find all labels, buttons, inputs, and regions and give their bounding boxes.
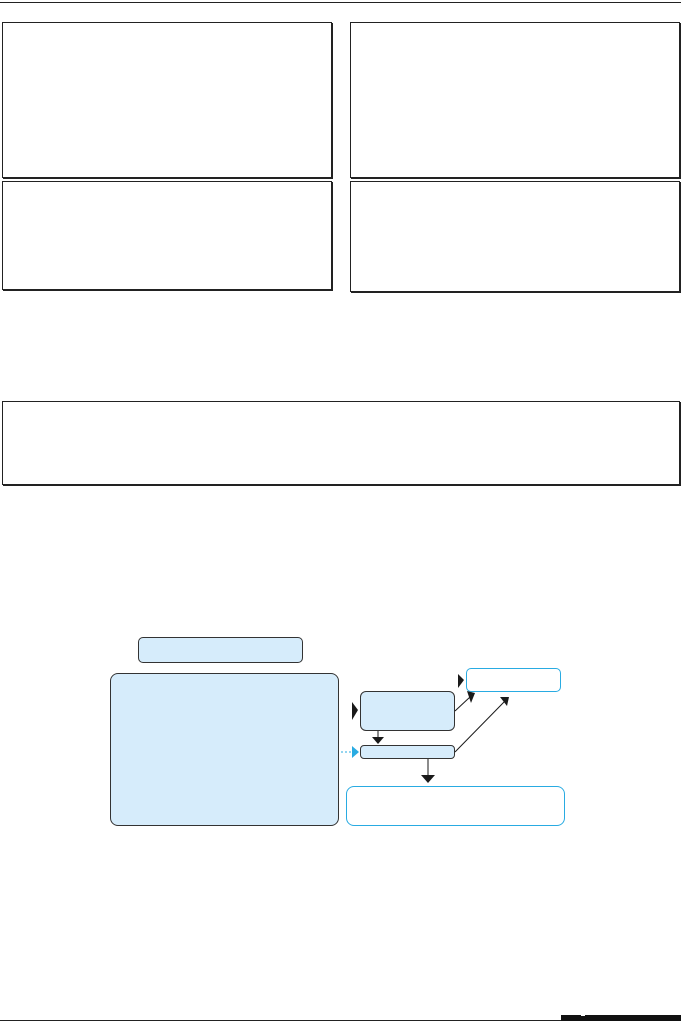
diagram-bottom-right-box bbox=[346, 786, 565, 826]
connector-bar-to-right-top bbox=[454, 700, 506, 753]
arrowhead-into-right-top bbox=[458, 674, 464, 688]
arrowhead-bar-to-right-top bbox=[500, 697, 509, 706]
connector-middle-to-right-top bbox=[454, 696, 471, 712]
panel-wide bbox=[2, 401, 680, 485]
arrowhead-into-middle bbox=[352, 702, 358, 720]
header-rule bbox=[0, 2, 681, 3]
arrowhead-middle-to-bar bbox=[372, 737, 384, 744]
panel-top-right bbox=[350, 22, 680, 178]
footer-tab-notch bbox=[581, 1015, 585, 1016]
diagram-bar-box bbox=[360, 745, 455, 759]
footer-rule bbox=[0, 1020, 681, 1021]
arrowhead-main-to-bar bbox=[352, 746, 359, 758]
panel-top-left bbox=[2, 22, 332, 178]
diagram-right-top-box bbox=[466, 668, 561, 692]
panel-bottom-left bbox=[2, 181, 332, 290]
diagram-title-box bbox=[138, 637, 303, 663]
diagram-middle-box bbox=[360, 691, 455, 731]
panel-bottom-right bbox=[350, 181, 680, 292]
arrowhead-middle-to-right-top bbox=[467, 691, 475, 703]
arrowhead-bar-to-bottom-right bbox=[421, 775, 435, 783]
diagram-main-box bbox=[110, 673, 339, 826]
footer-tab-mark bbox=[561, 1015, 681, 1021]
